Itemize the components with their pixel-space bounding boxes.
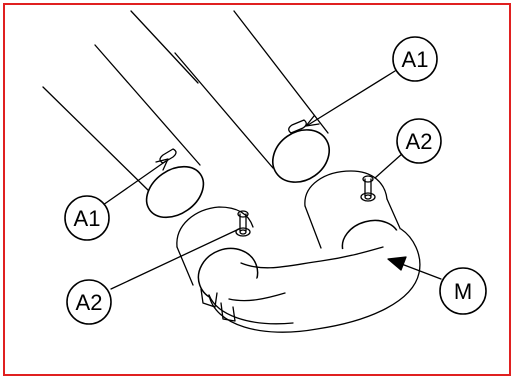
leader-a1-top bbox=[307, 70, 396, 126]
callout-a1-left-circle bbox=[64, 195, 110, 241]
tube-a1-top bbox=[174, 10, 330, 183]
pin-a2-top bbox=[360, 175, 376, 202]
callout-a1-left-label: A1 bbox=[74, 206, 101, 231]
pin-a2-left bbox=[235, 210, 251, 237]
leader-a2-left bbox=[110, 228, 240, 290]
callout-a1-top-circle bbox=[392, 36, 438, 82]
callout-a2-top-label: A2 bbox=[406, 129, 433, 154]
tube-a1-left bbox=[42, 10, 205, 219]
callout-a1-top-label: A1 bbox=[402, 47, 429, 72]
leader-a1-left bbox=[102, 160, 167, 206]
callout-m-circle bbox=[439, 267, 487, 315]
callout-m-label: M bbox=[454, 279, 472, 304]
callout-a2-left-circle bbox=[66, 279, 112, 325]
assembly-diagram: A1 A2 A1 A2 M bbox=[3, 3, 511, 376]
leader-a2-top bbox=[374, 152, 404, 179]
callout-a2-left-label: A2 bbox=[76, 290, 103, 315]
manifold-m bbox=[176, 170, 421, 333]
callout-a2-top-circle bbox=[396, 118, 442, 164]
frame-border bbox=[3, 3, 511, 376]
